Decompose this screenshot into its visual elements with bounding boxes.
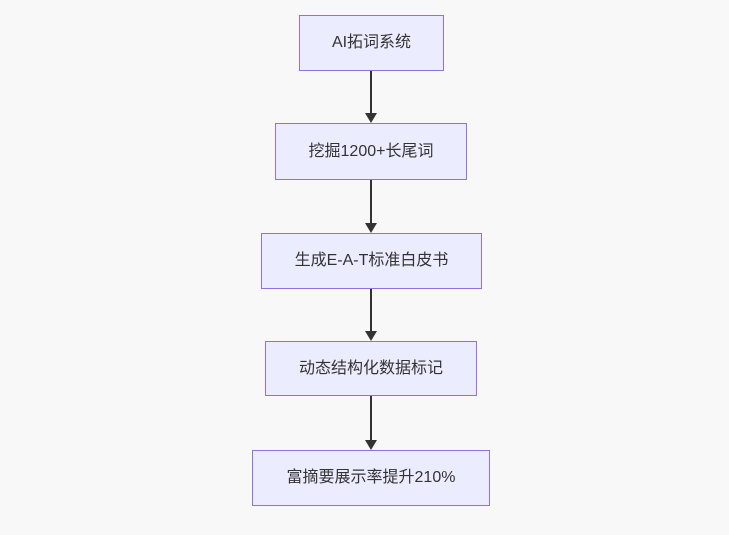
arrow-shaft xyxy=(370,289,372,332)
node-label: AI拓词系统 xyxy=(331,34,412,52)
arrow-head-down-icon xyxy=(365,113,377,123)
node-dynamic-structured-data-markup: 动态结构化数据标记 xyxy=(265,341,477,396)
arrow-head-down-icon xyxy=(365,440,377,450)
arrow-shaft xyxy=(370,396,372,441)
node-label: 富摘要展示率提升210% xyxy=(286,469,456,487)
node-label: 挖掘1200+长尾词 xyxy=(308,142,434,160)
node-ai-keyword-expansion-system: AI拓词系统 xyxy=(299,15,444,71)
node-label: 生成E-A-T标准白皮书 xyxy=(294,252,449,270)
arrow-head-down-icon xyxy=(365,331,377,341)
arrow-shaft xyxy=(370,180,372,224)
arrow-head-down-icon xyxy=(365,223,377,233)
arrow-shaft xyxy=(370,71,372,114)
node-eat-standard-whitepaper: 生成E-A-T标准白皮书 xyxy=(261,233,482,289)
node-longtail-keyword-mining: 挖掘1200+长尾词 xyxy=(275,123,467,180)
node-label: 动态结构化数据标记 xyxy=(298,359,443,377)
node-rich-snippet-rate-increase: 富摘要展示率提升210% xyxy=(252,450,490,506)
